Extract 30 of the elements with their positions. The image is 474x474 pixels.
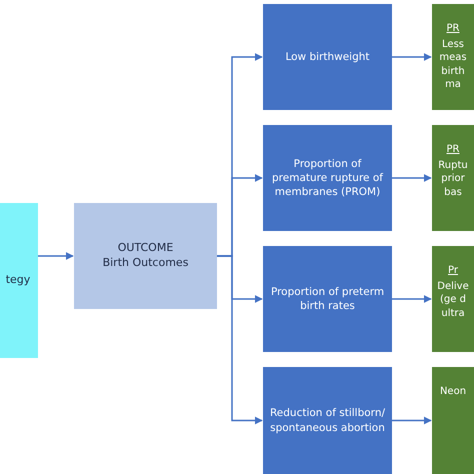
detail-box xyxy=(432,125,474,231)
measure-box xyxy=(263,367,392,474)
box-text: Proportion of premature rupture of membranes (PROM) xyxy=(271,156,384,200)
box-text: Less meas birth ma xyxy=(438,38,468,92)
strategy-box xyxy=(0,203,38,358)
arrow xyxy=(392,416,432,424)
box-text: Delive (ge d ultra xyxy=(436,280,470,320)
detail-box xyxy=(432,4,474,110)
box-heading: OUTCOME xyxy=(118,241,174,256)
arrow xyxy=(392,295,432,303)
box-text: Ruptu prior bas xyxy=(437,158,469,199)
box-heading: Pr xyxy=(448,264,458,278)
outcome-box xyxy=(74,203,217,309)
arrow xyxy=(38,252,74,260)
arrow xyxy=(392,174,432,182)
measure-box xyxy=(263,4,392,110)
arrow xyxy=(217,255,263,424)
box-heading: PR xyxy=(446,143,460,156)
box-text: tegy xyxy=(6,273,30,288)
box-text: Reduction of stillborn/ spontaneous abortion xyxy=(268,406,386,435)
detail-box xyxy=(432,246,474,352)
box-text: Birth Outcomes xyxy=(102,256,188,271)
box-heading: PR xyxy=(446,22,460,36)
box-text: Proportion of preterm birth rates xyxy=(270,284,386,314)
measure-box xyxy=(263,125,392,231)
detail-box xyxy=(432,367,474,474)
box-text: Neon xyxy=(440,385,466,398)
measure-box xyxy=(263,246,392,352)
arrow xyxy=(392,53,432,61)
box-text: Low birthweight xyxy=(285,50,370,64)
